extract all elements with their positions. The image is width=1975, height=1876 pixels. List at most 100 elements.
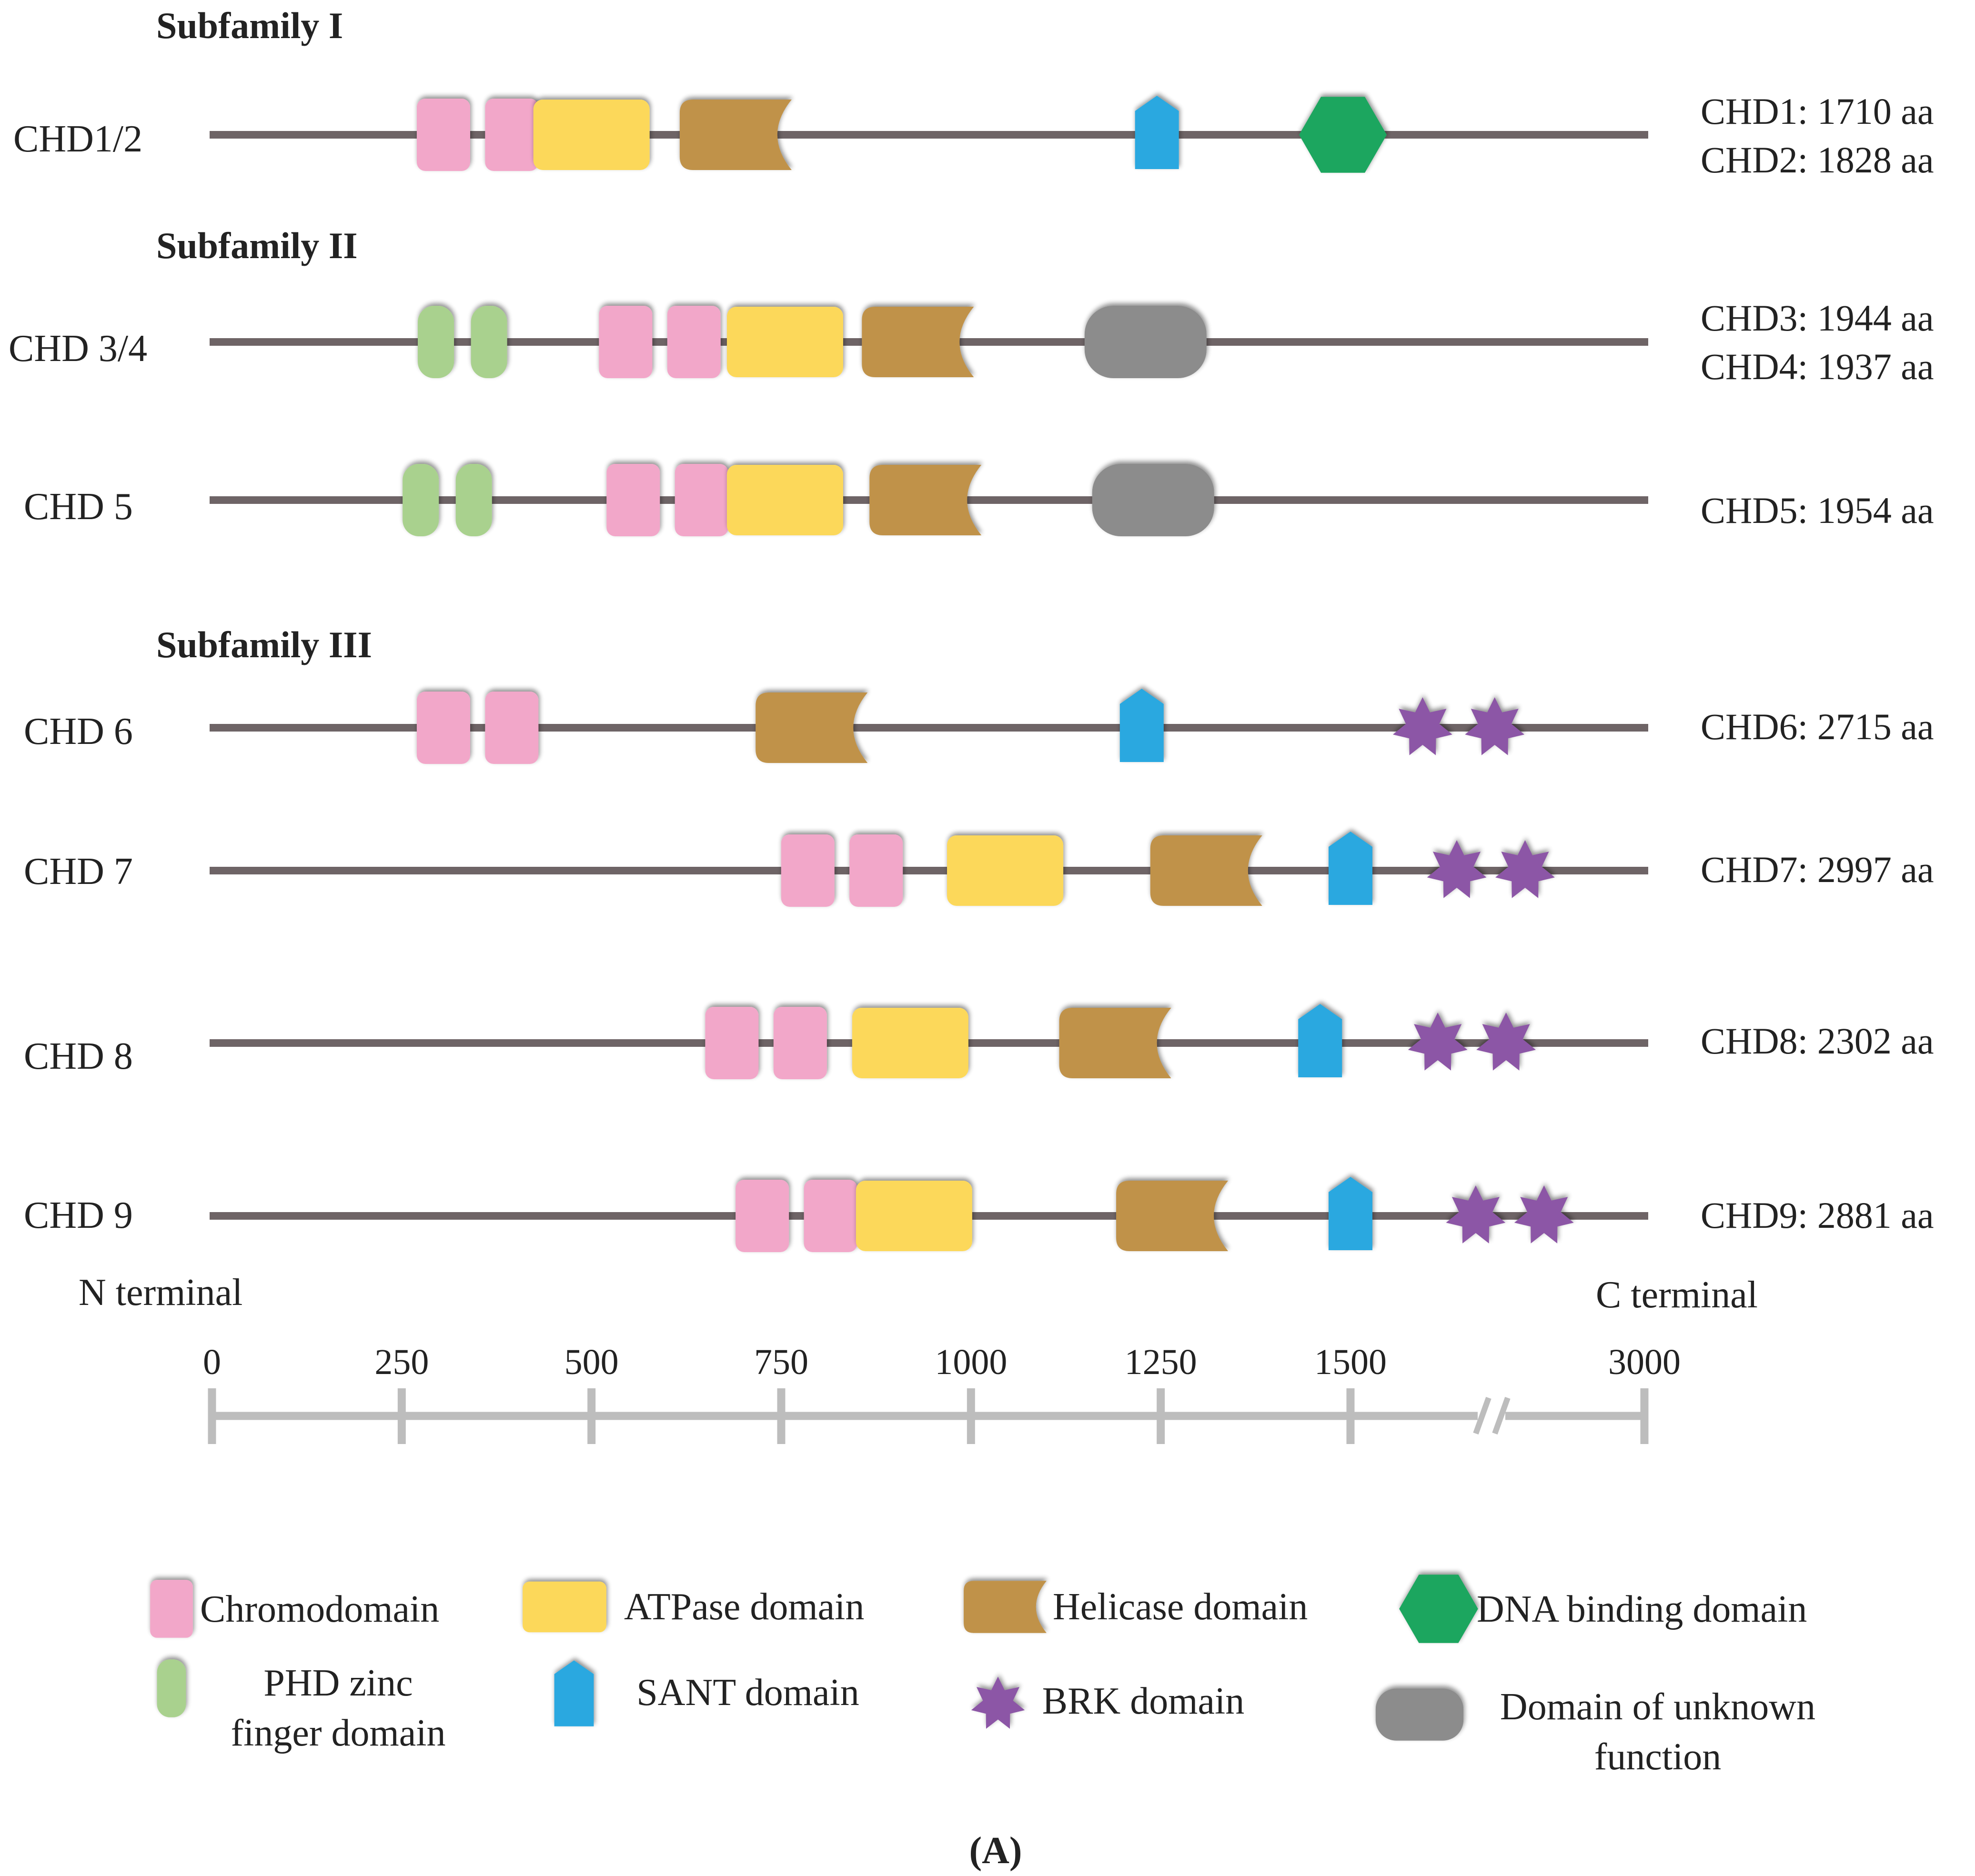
- chromodomain-domain: [416, 692, 470, 764]
- protein-row-chd7: CHD 7 CHD7: 2997 aa: [24, 832, 1934, 907]
- protein-size-label: CHD6: 2715 aa: [1701, 706, 1934, 747]
- legend-item-brk: BRK domain: [971, 1676, 1244, 1729]
- protein-size-label: CHD1: 1710 aa: [1701, 90, 1934, 132]
- protein-name: CHD 8: [24, 1035, 133, 1077]
- legend-label: ATPase domain: [624, 1586, 864, 1628]
- brk-domain: [1408, 1013, 1468, 1071]
- protein-size-label: CHD4: 1937 aa: [1701, 346, 1934, 387]
- scale-tick-label: 500: [564, 1342, 619, 1382]
- sant-domain: [1119, 689, 1164, 762]
- helicase-domain: [756, 692, 868, 763]
- protein-size-label: CHD7: 2997 aa: [1701, 849, 1934, 890]
- helicase-domain: [679, 100, 792, 170]
- legend-label: Domain of unknown: [1500, 1686, 1815, 1728]
- legend-label: Chromodomain: [200, 1588, 439, 1630]
- brk-domain: [1393, 697, 1452, 755]
- subfamily-1-title: Subfamily I: [156, 5, 343, 46]
- protein-row-chd9: CHD 9 CHD9: 2881 aa: [24, 1177, 1934, 1252]
- unknown-domain: [1084, 306, 1207, 378]
- chromodomain-domain: [736, 1180, 789, 1252]
- legend-item-dna: DNA binding domain: [1399, 1575, 1807, 1643]
- protein-row-chd6: CHD 6 CHD6: 2715 aa: [24, 689, 1934, 764]
- legend-label: PHD zinc: [263, 1662, 413, 1704]
- legend-label: BRK domain: [1042, 1680, 1244, 1722]
- unknown-domain: [1092, 464, 1214, 536]
- protein-name: CHD 3/4: [9, 328, 147, 370]
- legend-item-phd: PHD zinc finger domain: [157, 1659, 446, 1754]
- helicase-domain: [1059, 1008, 1171, 1078]
- brk-domain: [1446, 1185, 1506, 1244]
- chromodomain-domain: [773, 1007, 827, 1079]
- atpase-domain: [856, 1181, 972, 1251]
- atpase-domain: [947, 835, 1064, 906]
- protein-name: CHD1/2: [13, 118, 142, 160]
- legend-item-chromodomain: Chromodomain: [150, 1580, 439, 1638]
- chromodomain-domain: [606, 464, 660, 536]
- scale-tick-label: 1500: [1314, 1342, 1387, 1382]
- phd-domain: [157, 1659, 186, 1717]
- scale-break-mark: [1473, 1396, 1491, 1435]
- chromodomain-domain: [667, 306, 721, 378]
- chromodomain-domain: [416, 99, 470, 171]
- protein-name: CHD 6: [24, 711, 133, 752]
- n-terminal-label: N terminal: [79, 1272, 242, 1314]
- legend-item-unknown: Domain of unknown function: [1375, 1686, 1815, 1778]
- sant-domain: [1298, 1004, 1342, 1077]
- protein-name: CHD 7: [24, 851, 133, 893]
- protein-size-label: CHD3: 1944 aa: [1701, 297, 1934, 339]
- chromodomain-domain: [485, 99, 539, 171]
- brk-domain: [1495, 840, 1555, 898]
- protein-size-label: CHD5: 1954 aa: [1701, 490, 1934, 531]
- protein-row-chd3-4: CHD 3/4 CHD3: 1944 aa CHD4: 1937 aa: [9, 297, 1934, 387]
- atpase-domain: [852, 1008, 968, 1078]
- legend-label: Helicase domain: [1053, 1586, 1308, 1628]
- dna-domain: [1299, 97, 1387, 173]
- legend-label: SANT domain: [636, 1672, 859, 1714]
- legend-label: finger domain: [231, 1712, 446, 1754]
- protein-size-label: CHD8: 2302 aa: [1701, 1020, 1934, 1062]
- phd-domain: [471, 306, 507, 378]
- atpase-domain: [726, 465, 843, 535]
- chromodomain-domain: [675, 464, 728, 536]
- dna-domain: [1399, 1575, 1478, 1643]
- subfamily-2-title: Subfamily II: [156, 225, 358, 266]
- legend-item-helicase: Helicase domain: [964, 1581, 1308, 1633]
- subfamily-3-title: Subfamily III: [156, 624, 372, 665]
- legend-label: function: [1594, 1736, 1722, 1778]
- protein-size-label: CHD2: 1828 aa: [1701, 139, 1934, 181]
- protein-row-chd5: CHD 5 CHD5: 1954 aa: [24, 464, 1934, 536]
- atpase-domain: [726, 307, 843, 377]
- protein-name: CHD 9: [24, 1194, 133, 1236]
- brk-domain: [1427, 840, 1487, 898]
- protein-size-label: CHD9: 2881 aa: [1701, 1194, 1934, 1236]
- helicase-domain: [1116, 1181, 1229, 1251]
- phd-domain: [403, 464, 439, 536]
- brk-domain: [1465, 697, 1525, 755]
- scale-break-mark: [1492, 1396, 1511, 1435]
- brk-domain: [1514, 1185, 1574, 1244]
- legend: Chromodomain ATPase domain Helicase domain…: [150, 1575, 1815, 1778]
- protein-row-chd8: CHD 8 CHD8: 2302 aa: [24, 1004, 1934, 1079]
- scale-tick-label: 1000: [935, 1342, 1007, 1382]
- chromodomain-domain: [485, 692, 539, 764]
- chromodomain-domain: [804, 1180, 857, 1252]
- helicase-domain: [964, 1581, 1047, 1633]
- scale-tick-label: 3000: [1608, 1342, 1681, 1382]
- brk-domain: [971, 1676, 1025, 1729]
- helicase-domain: [1150, 835, 1262, 906]
- chromodomain-domain: [849, 834, 903, 907]
- sant-domain: [1329, 832, 1372, 905]
- atpase-domain: [533, 100, 650, 170]
- chromodomain-domain: [599, 306, 653, 378]
- helicase-domain: [869, 465, 982, 535]
- sant-domain: [1135, 96, 1179, 169]
- unknown-domain: [1375, 1688, 1464, 1741]
- helicase-domain: [862, 307, 974, 377]
- chromodomain-domain: [705, 1007, 759, 1079]
- panel-label: (A): [969, 1830, 1022, 1872]
- scale-tick-label: 250: [374, 1342, 429, 1382]
- brk-domain: [1476, 1013, 1536, 1071]
- protein-row-chd1-2: CHD1/2 CHD1: 1710 aa CHD2: 1828 aa: [13, 90, 1934, 181]
- protein-name: CHD 5: [24, 486, 133, 528]
